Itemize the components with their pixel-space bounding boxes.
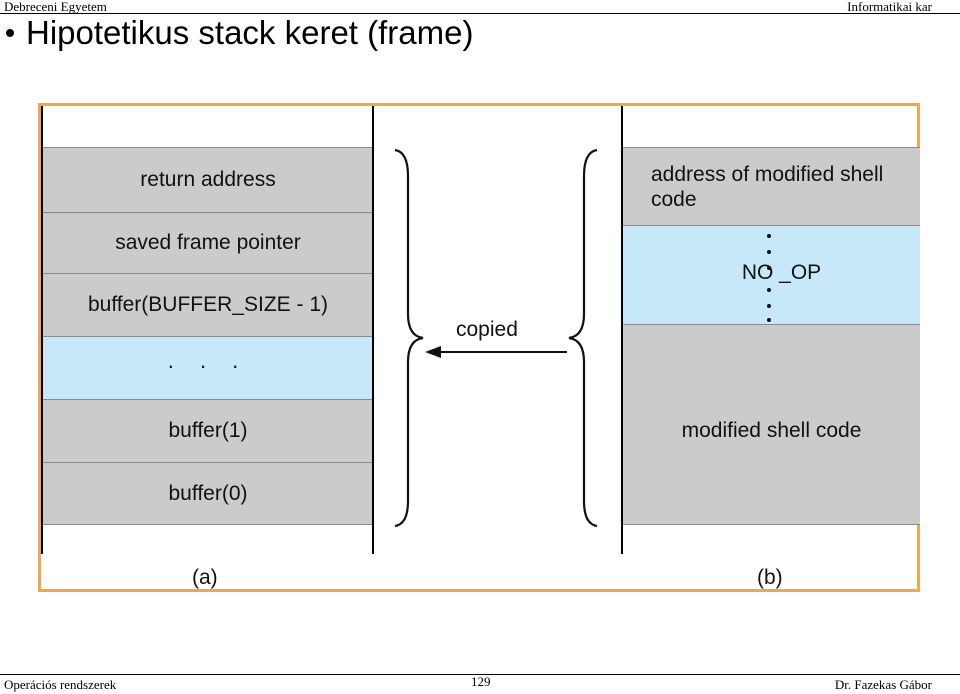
cell-label: return address [140, 168, 276, 191]
panel-b-left-wall [621, 106, 623, 554]
footer-author: Dr. Fazekas Gábor [834, 677, 932, 692]
left-brace-icon [394, 148, 424, 528]
panel-a-left-wall [41, 106, 43, 554]
stack-cell-buffer-last: buffer(BUFFER_SIZE - 1) [43, 273, 373, 336]
footer-course: Operációs rendszerek [4, 677, 117, 692]
caption-a: (a) [192, 566, 218, 589]
arrow-head-icon [425, 346, 441, 358]
cell-label: saved frame pointer [115, 231, 301, 254]
slide-title: Hipotetikus stack keret (frame) [26, 14, 474, 51]
footer-page-number: 129 [471, 674, 491, 689]
right-brace-icon [568, 148, 598, 528]
panel-a-right-wall [372, 106, 374, 554]
cell-label: modified shell code [681, 418, 862, 442]
stack-frame-figure: return address saved frame pointer buffe… [38, 103, 920, 592]
stack-cell-ellipsis: . . . [43, 336, 373, 399]
cell-label: buffer(0) [168, 481, 248, 505]
stack-cell-nop-sled: NO _OP [623, 225, 920, 324]
cell-label: . . . [167, 348, 249, 373]
stack-cell-saved-frame-pointer: saved frame pointer [43, 212, 373, 273]
cell-label: address of modified shell code [651, 162, 884, 211]
stack-cell-shellcode-address: address of modified shell code [623, 147, 920, 225]
stack-cell-return-address: return address [43, 147, 373, 212]
caption-b: (b) [757, 566, 783, 589]
copied-label: copied [456, 318, 518, 341]
stack-cell-buffer-0: buffer(0) [43, 462, 373, 525]
copy-arrow-graphic [394, 148, 598, 528]
stack-cell-modified-shell-code: modified shell code [623, 324, 920, 525]
header-divider [0, 13, 960, 14]
cell-label: buffer(1) [168, 419, 248, 442]
footer-divider [0, 674, 960, 675]
nop-dots-icon [767, 226, 771, 324]
header-faculty: Informatikai kar [847, 0, 932, 14]
cell-label: buffer(BUFFER_SIZE - 1) [87, 293, 328, 316]
bullet-icon [6, 29, 14, 37]
header-institution: Debreceni Egyetem [4, 0, 107, 14]
stack-cell-buffer-1: buffer(1) [43, 399, 373, 462]
cell-label: NO _OP [741, 261, 822, 284]
title-row: Hipotetikus stack keret (frame) [6, 14, 473, 52]
